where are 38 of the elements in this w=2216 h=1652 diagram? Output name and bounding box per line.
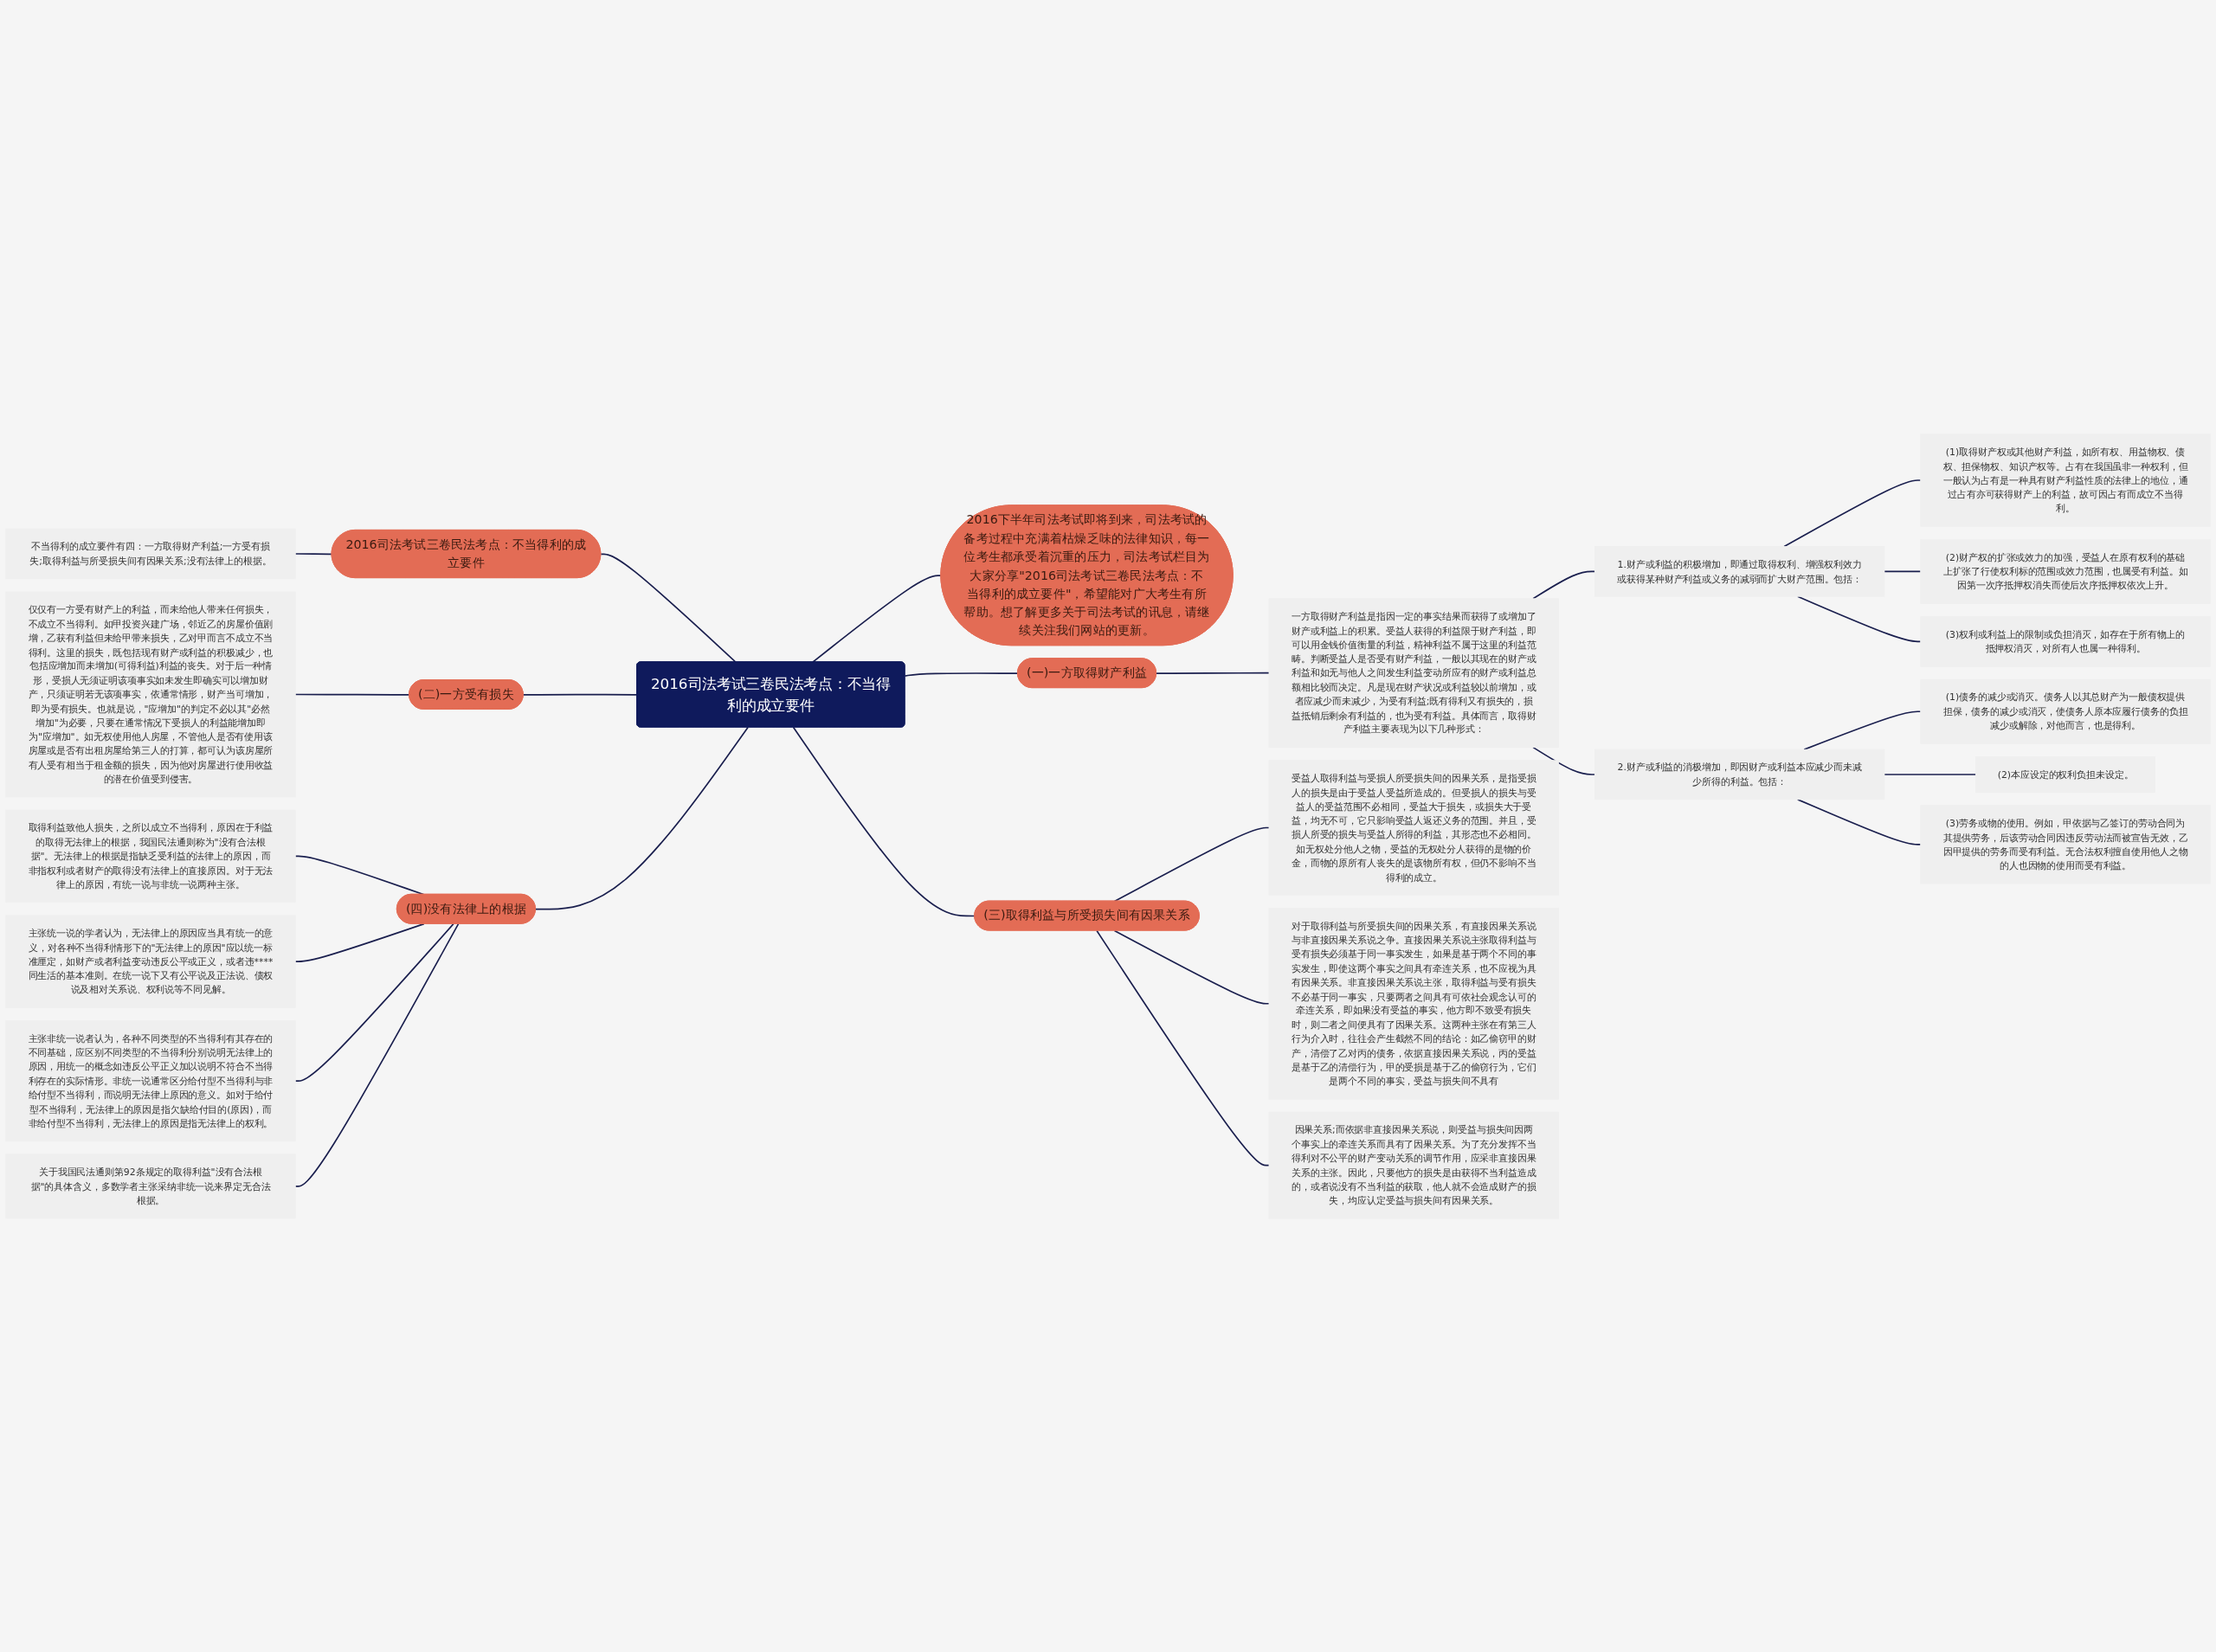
connector	[1884, 570, 1922, 572]
node-box: 因果关系;而依据非直接因果关系说，则受益与损失间因两个事实上的牵连关系而具有了因果关系。为了充分发挥不当得利对不公平的财产变动关系的调节作用，应采非直接因果关系的主张。因此，只要他方的损失是由获得不当利益造成的，或者说没有不当利益的获取，他人就不会造成财产的损失，均应认定受益与损失间有因果关系。	[1268, 1111, 1559, 1219]
connector	[1884, 773, 1977, 775]
node-box: 2.财产或利益的消极增加，即因财产或利益本应减少而未减少所得的利益。包括：	[1594, 749, 1885, 800]
node-box: 对于取得利益与所受损失间的因果关系，有直接因果关系说与非直接因果关系说之争。直接因果关系说主张取得利益与受有损失必须基于同一事实发生，如果是基于两个不同的事实发生，即使这两个事实之间具有牵连关系，也不应视为具有因果关系。非直接因果关系说主张，取得利益与受有损失不必基于同一事实，只要两者之间具有可依社会观念认可的牵连关系，即如果没有受益的事实，他方即不致受有损失时，则二者之间便具有了因果关系。这两种主张在有第三人行为介入时，往往会产生截然不同的结论：如乙偷窃甲的财产，清偿了乙对丙的债务，依据直接因果关系说，丙的受益是基于乙的清偿行为，甲的受损是基于乙的偷窃行为，它们是两个不同的事实，受益与损失间不具有	[1268, 907, 1559, 1100]
connector	[600, 553, 737, 663]
connector	[1156, 672, 1270, 674]
connector	[535, 726, 749, 910]
node-box: 1.财产或利益的积极增加，即通过取得权利、增强权利效力或获得某种财产利益或义务的减弱而扩大财产范围。包括：	[1594, 545, 1885, 597]
node-box: 不当得利的成立要件有四：一方取得财产利益;一方受有损失;取得利益与所受损失间有因果关系;没有法律上的根据。	[5, 528, 296, 579]
node-box: (2)财产权的扩张或效力的加强，受益人在原有权利的基础上扩张了行使权利标的范围或效力范围，也属受有利益。如因第一次序抵押权消失而使后次序抵押权依次上升。	[1920, 538, 2211, 604]
connector	[1532, 570, 1596, 600]
connector	[294, 552, 333, 555]
connector	[1783, 479, 1922, 547]
node-box: 主张统一说的学者认为，无法律上的原因应当具有统一的意义，对各种不当得利情形下的"无法律上的原因"应以统一标准厘定，如财产或者利益变动违反公平或正义，或者违****同生活的基本准则。在统一说下又有公平说及正法说、债权说及相对关系说、权利说等不同见解。	[5, 914, 296, 1008]
connector	[1796, 595, 1922, 642]
node-box: 受益人取得利益与受损人所受损失间的因果关系，是指受损人的损失是由于受益人受益所造成的。但受损人的损失与受益人的受益范围不必相同，受益大于损失，或损失大于受益，均无不可，它只影响受益人返还义务的范围。并且，受损人所受的损失与受益人所得的利益，其形态也不必相同。如无权处分他人之物，受益的无权处分人获得的是物的价金，而物的原所有人丧失的是该物所有权，但仍不影响不当得利的成立。	[1268, 759, 1559, 896]
node-box: 关于我国民法通则第92条规定的取得利益"没有合法根据"的具体含义，多数学者主张采纳非统一说来界定无合法根据。	[5, 1153, 296, 1218]
connector	[294, 693, 410, 696]
connector	[294, 922, 460, 1187]
node-box: (3)劳务或物的使用。例如，甲依据与乙签订的劳动合同为其提供劳务，后该劳动合同因违反劳动法而被宣告无效，乙因甲提供的劳务而受有利益。无合法权利擅自使用他人之物的人也因物的使用而受有利益。	[1920, 804, 2211, 884]
node-box: (1)取得财产权或其他财产利益，如所有权、用益物权、债权、担保物权、知识产权等。占有在我国虽非一种权利，但一般认为占有是一种具有财产利益性质的法律上的地位，通过占有亦可获得财产上的利益，故可因占有而成立不当得利。	[1920, 433, 2211, 527]
node-box: (3)权利或利益上的限制或负担消灭，如存在于所有物上的抵押权消灭，对所有人也属一种得利。	[1920, 615, 2211, 667]
connector	[904, 672, 1019, 677]
node-box: (2)本应设定的权利负担未设定。	[1975, 755, 2155, 793]
node-box: 主张非统一说者认为，各种不同类型的不当得利有其存在的不同基础，应区别不同类型的不当得利分别说明无法律上的原因，用统一的概念如违反公平正义加以说明不符合不当得利存在的实际情形。非统一说通常区分给付型不当得利与非给付型不当得利，而说明无法律上原因的意义。如对于给付型不当得利，无法律上的原因是指欠缺给付目的(原因)，而非给付型不当得利，无法律上的原因是指无法律上的权利。	[5, 1019, 296, 1141]
connector	[294, 922, 454, 1082]
node-box: 仅仅有一方受有财产上的利益，而未给他人带来任何损失，不成立不当得利。如甲投资兴建广场，邻近乙的房屋价值剧增，乙获有利益但未给甲带来损失，乙对甲而言不成立不当得利。这里的损失，既包括现有财产或利益的积极减少，也包括应增加而未增加(可得利益)利益的丧失。对于后一种情形，受损人无须证明该项事实如未发生即确实可以增加财产，只须证明若无该项事实，依通常情形，财产当可增加，即为受有损失。也就是说，"应增加"的判定不必以其"必然增加"为必要，只要在通常情况下受损人的利益能增加即为"应增加"。如无权使用他人房屋，不管他人是否有使用该房屋或是否有出租房屋给第三人的打算，都可认为该房屋所有人受有相当于租金额的损失，因为他对房屋进行使用收益的潜在价值受到侵害。	[5, 591, 296, 798]
connector	[1096, 929, 1270, 1167]
connector	[1796, 798, 1922, 845]
connector	[294, 922, 425, 962]
connector	[522, 693, 638, 696]
node-box: 一方取得财产利益是指因一定的事实结果而获得了或增加了财产或利益上的积累。受益人获得的利益限于财产利益，即可以用金钱价值衡量的利益，精神利益不属于这里的利益范畴。判断受益人是否受有财产利益，一般以其现在的财产或利益和如无与他人之间发生利益变动所应有的财产或利益总额相比较而决定。凡是现在财产状况或利益较以前增加，或者应减少而未减少，为受有利益;既有得利又有损失的，损益抵销后剩余有利益的，也为受有利益。具体而言，取得财产利益主要表现为以下几种形式：	[1268, 597, 1559, 748]
connector	[1532, 746, 1596, 775]
connector	[1113, 929, 1270, 1005]
connector	[792, 726, 976, 916]
node-box: (1)债务的减少或消灭。债务人以其总财产为一般债权提供担保，债务的减少或消灭，使债务人原本应履行债务的负担减少或解除，对他而言，也是得利。	[1920, 678, 2211, 744]
node-box: 取得利益致他人损失，之所以成立不当得利，原因在于利益的取得无法律上的根据，我国民法通则称为"没有合法根据"。无法律上的根据是指缺乏受利益的法律上的原因，而非指权利或者财产的取得没有法律上的直接原因。对于无法律上的原因，有统一说与非统一说两种主张。	[5, 809, 296, 903]
